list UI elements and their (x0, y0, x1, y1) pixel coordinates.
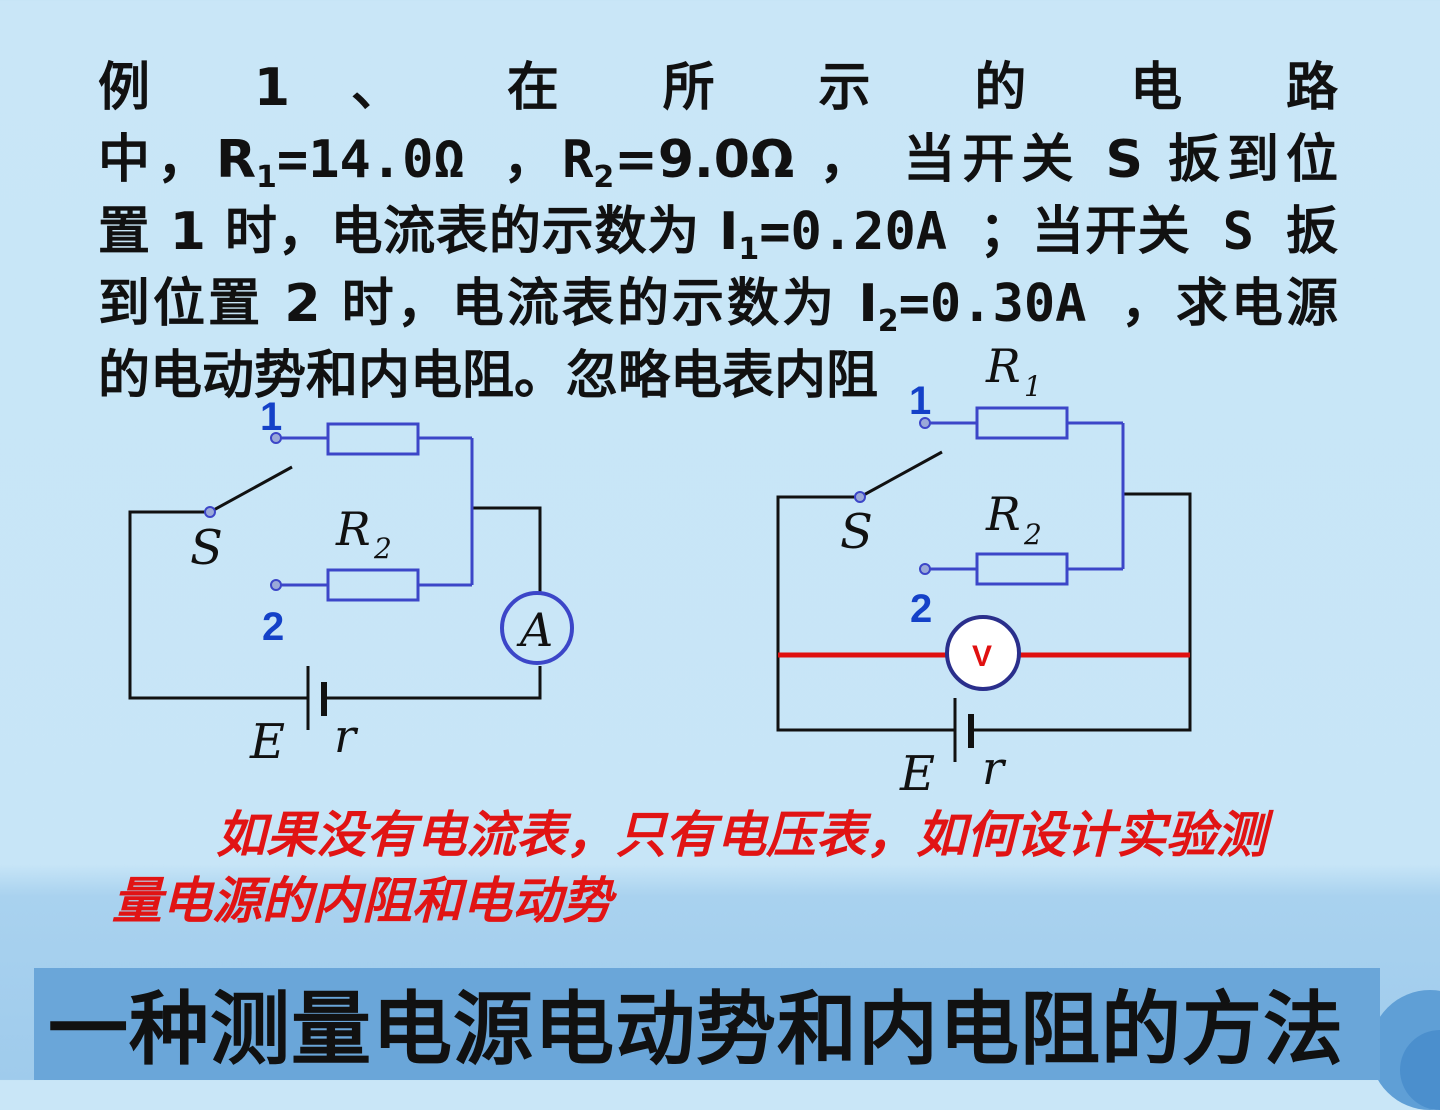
r2-label: R (335, 502, 371, 556)
r2-subscript: 2 (1023, 518, 1042, 551)
circuit-diagrams: 1 2 S R 2 A E r (128, 339, 1192, 802)
problem-line-1: 例 1 、 在 所 示 的 电 路 (98, 58, 1338, 118)
problem-text: =0.20A ；当开关 S 扳 (759, 202, 1338, 262)
switch-blade (209, 465, 293, 514)
problem-text: =9.0Ω ， 当开关 S 扳到位 (614, 130, 1338, 190)
problem-line-4: 到位置 2 时，电流表的示数为 I2=0.30A ，求电源 (98, 268, 1338, 340)
r2-label: R (985, 487, 1021, 541)
circuit-ammeter: 1 2 S R 2 A E r (128, 395, 574, 770)
ammeter-symbol (500, 591, 574, 665)
wire (324, 666, 542, 700)
title-bar (34, 968, 1380, 1080)
switch-pivot (204, 506, 216, 518)
wire (971, 492, 1192, 732)
voltmeter-symbol (945, 615, 1021, 691)
wire (472, 506, 542, 592)
subscript: 1 (256, 160, 277, 195)
switch-label: S (840, 504, 873, 560)
internal-resistance-label: r (982, 741, 1007, 795)
switch-label: S (190, 520, 223, 576)
problem-line-2: 中，R1=14.0Ω ，R2=9.0Ω ， 当开关 S 扳到位 (98, 124, 1338, 196)
switch-contact-2 (919, 563, 931, 575)
slide: 例 1 、 在 所 示 的 电 路 中，R1=14.0Ω ，R2=9.0Ω ， … (34, 52, 1440, 1110)
problem-text: 中，R (98, 130, 257, 190)
r2-subscript: 2 (373, 532, 392, 565)
resistor-r1 (975, 406, 1069, 440)
resistor-r2 (975, 552, 1069, 586)
switch-pivot (854, 491, 866, 503)
wire (776, 495, 955, 732)
problem-text: =14.0Ω ，R (276, 130, 594, 190)
switch-blade (859, 450, 943, 499)
position-2-label: 2 (262, 605, 284, 649)
resistor-r2 (326, 568, 420, 602)
emf-label: E (899, 746, 935, 802)
switch-contact-1 (270, 432, 282, 444)
problem-text: 到位置 2 时，电流表的示数为 I (98, 274, 878, 334)
position-1-label: 1 (260, 395, 282, 439)
problem-line-3: 置 1 时，电流表的示数为 I1=0.20A ；当开关 S 扳 (98, 196, 1338, 268)
subscript: 2 (593, 160, 615, 195)
resistor-r1 (326, 422, 420, 456)
wire (128, 510, 308, 700)
slide-title: 一种测量电源电动势和内电阻的方法 (48, 983, 1344, 1076)
voltmeter-label: V (972, 640, 992, 673)
problem-line-5: 的电动势和内电阻。忽略电表内阻 (98, 346, 879, 406)
ammeter-label: A (516, 603, 553, 657)
r1-label: R (985, 339, 1021, 393)
problem-statement: 例 1 、 在 所 示 的 电 路 中，R1=14.0Ω ，R2=9.0Ω ， … (98, 52, 1338, 412)
position-1-label: 1 (909, 379, 931, 423)
design-question: 如果没有电流表，只有电压表，如何设计实验测量电源的内阻和电动势 (112, 806, 1266, 930)
switch-contact-2 (270, 579, 282, 591)
subscript: 1 (738, 232, 760, 267)
switch-contact-1 (919, 417, 931, 429)
internal-resistance-label: r (334, 709, 359, 763)
problem-text: 置 1 时，电流表的示数为 I (98, 202, 739, 262)
subscript: 2 (877, 304, 899, 339)
problem-text: =0.30A ，求电源 (898, 274, 1338, 334)
r1-subscript: 1 (1024, 370, 1042, 403)
circuit-voltmeter: 1 2 S R 1 R 2 V E r (776, 339, 1192, 802)
emf-label: E (249, 714, 285, 770)
position-2-label: 2 (910, 587, 932, 631)
